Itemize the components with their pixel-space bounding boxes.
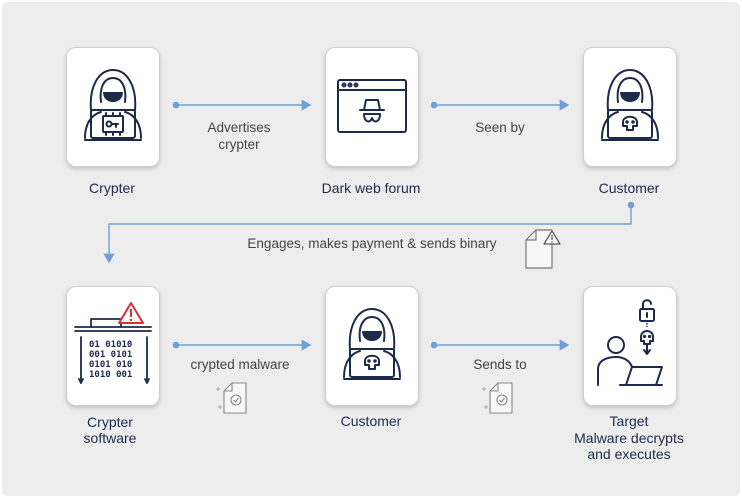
crypter-software-icon: 01 01010 001 0101 0101 010 1010 001 bbox=[74, 302, 152, 384]
binary-file-warning-icon bbox=[525, 229, 561, 269]
warning-icon bbox=[118, 302, 144, 324]
customer-bottom-label: Customer bbox=[340, 413, 402, 429]
crypter-card bbox=[66, 47, 160, 167]
target-label-line2: Malware decrypts bbox=[574, 430, 684, 446]
target-card bbox=[583, 286, 677, 406]
crypter-software-card: 01 01010 001 0101 0101 010 1010 001 bbox=[66, 286, 160, 406]
hacker-skull-icon bbox=[601, 69, 659, 141]
target-label-line1: Target bbox=[609, 413, 649, 429]
dark-web-browser-icon bbox=[337, 79, 407, 133]
crypted-file-icon bbox=[216, 382, 247, 414]
target-user-icon bbox=[597, 299, 663, 386]
hacker-skull-icon bbox=[343, 308, 401, 380]
crypter-software-label-line2: software bbox=[83, 430, 137, 446]
crypter-software-label-line1: Crypter bbox=[87, 414, 133, 430]
hacker-chip-icon bbox=[84, 69, 142, 141]
edge-label-sends-to: Sends to bbox=[473, 357, 527, 372]
customer-bottom-card bbox=[325, 286, 419, 406]
customer-top-label: Customer bbox=[598, 180, 660, 196]
sent-file-icon bbox=[482, 382, 513, 414]
target-label-line3: and executes bbox=[587, 446, 671, 462]
arrow-customer-to-crypter-software bbox=[103, 205, 632, 264]
customer-top-card bbox=[583, 47, 677, 167]
edge-label-seen-by: Seen by bbox=[475, 120, 525, 135]
svg-text:1010 001: 1010 001 bbox=[89, 370, 132, 380]
svg-text:001 0101: 001 0101 bbox=[89, 350, 132, 360]
edge-label-crypted-malware: crypted malware bbox=[190, 357, 290, 372]
crypter-label: Crypter bbox=[89, 180, 135, 196]
edge-label-advertises-line1: Advertises bbox=[207, 120, 271, 135]
svg-text:0101 010: 0101 010 bbox=[89, 360, 132, 370]
forum-label: Dark web forum bbox=[321, 180, 421, 196]
edge-label-engages: Engages, makes payment & sends binary bbox=[247, 236, 497, 251]
forum-card bbox=[325, 47, 419, 167]
svg-text:01 01010: 01 01010 bbox=[89, 340, 132, 350]
edge-label-advertises-line2: crypter bbox=[218, 137, 260, 152]
